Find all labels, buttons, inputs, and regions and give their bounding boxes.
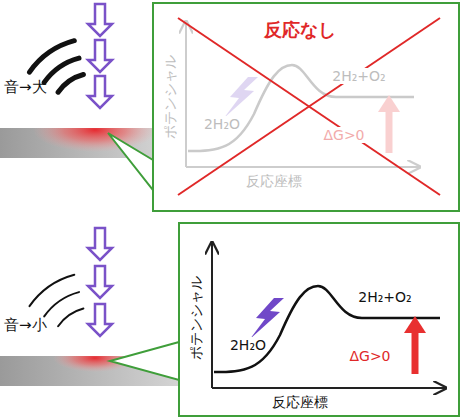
light-arrows bbox=[88, 4, 112, 336]
reactant-label: 2H₂O bbox=[203, 116, 241, 133]
product-label: 2H₂+O₂ bbox=[357, 289, 412, 306]
sound-level-label: 音→小 bbox=[4, 316, 47, 334]
axis-label: ポテンシャル bbox=[188, 275, 205, 361]
energy-graph bbox=[212, 242, 446, 388]
callout-box-no-reaction: 反応なしポテンシャル 2H₂O 2H₂+O₂ ΔG>0 反応座標 bbox=[152, 2, 460, 212]
reactant-label: 2H₂O bbox=[229, 337, 267, 354]
cross-mark bbox=[178, 18, 440, 195]
sound-level-label: 音→大 bbox=[4, 78, 47, 96]
axis-label: 反応座標 bbox=[271, 394, 329, 411]
product-label: 2H₂+O₂ bbox=[331, 68, 386, 85]
axis-label: 反応座標 bbox=[245, 173, 303, 190]
no-reaction-label: 反応なし bbox=[263, 19, 337, 41]
axis-label: ポテンシャル bbox=[162, 54, 179, 140]
faded-energy-graph bbox=[186, 21, 420, 167]
callout-tail bbox=[108, 133, 153, 190]
delta-g-label: ΔG>0 bbox=[348, 348, 391, 365]
delta-g-label: ΔG>0 bbox=[322, 127, 365, 144]
callout-box-reaction: ポテンシャル 2H₂O 2H₂+O₂ ΔG>0 反応座標 bbox=[178, 222, 460, 417]
callout-tail bbox=[110, 342, 179, 380]
